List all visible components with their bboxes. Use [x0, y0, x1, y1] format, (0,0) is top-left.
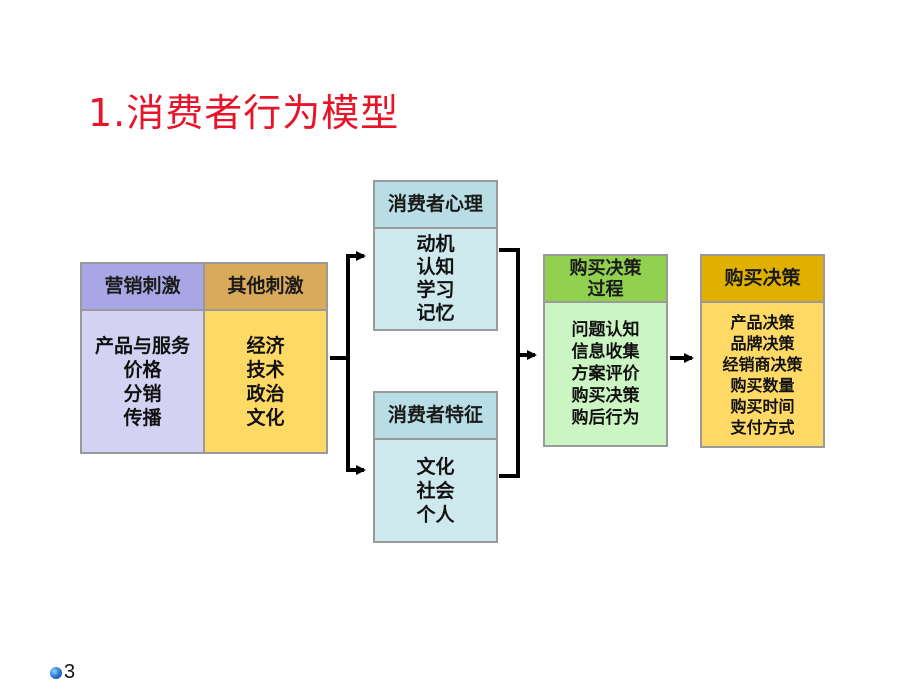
list-item: 文化	[246, 406, 285, 429]
decision-header: 购买决策	[702, 256, 823, 303]
decision-box: 购买决策 产品决策 品牌决策 经销商决策 购买数量 购买时间 支付方式	[700, 254, 825, 448]
list-item: 文化	[416, 455, 455, 478]
list-item: 经济	[246, 334, 285, 357]
list-item: 问题认知	[571, 320, 640, 340]
list-item: 品牌决策	[730, 333, 795, 353]
traits-header: 消费者特征	[375, 393, 496, 440]
marketing-stimulus-header: 营销刺激	[82, 264, 205, 311]
list-item: 技术	[246, 358, 285, 381]
list-item: 价格	[123, 358, 162, 381]
list-item: 产品决策	[730, 312, 795, 332]
traits-list: 文化 社会 个人	[375, 440, 496, 541]
list-item: 记忆	[416, 302, 455, 324]
other-stimulus-list: 经济 技术 政治 文化	[205, 311, 326, 452]
other-stimulus-header: 其他刺激	[205, 264, 326, 311]
list-item: 产品与服务	[94, 334, 190, 357]
merge-line-from-psychology	[499, 248, 520, 478]
psychology-header: 消费者心理	[375, 182, 496, 229]
list-item: 信息收集	[571, 342, 640, 362]
list-item: 经销商决策	[722, 354, 803, 374]
process-box: 购买决策 过程 问题认知 信息收集 方案评价 购买决策 购后行为	[543, 254, 668, 447]
list-item: 政治	[246, 382, 285, 405]
list-item: 认知	[416, 256, 455, 278]
list-item: 学习	[416, 279, 455, 301]
list-item: 传播	[123, 406, 162, 429]
bullet-icon	[50, 666, 62, 679]
list-item: 个人	[416, 503, 455, 526]
page-number: 3	[50, 661, 75, 684]
page-number-text: 3	[64, 661, 76, 683]
process-header-line: 过程	[587, 278, 624, 300]
process-header-line: 购买决策	[569, 257, 642, 279]
list-item: 支付方式	[730, 417, 795, 437]
page-title: 1.消费者行为模型	[88, 91, 400, 135]
list-item: 动机	[416, 233, 455, 255]
list-item: 购后行为	[571, 408, 640, 428]
list-item: 购买决策	[571, 386, 640, 406]
list-item: 分销	[123, 382, 162, 405]
branch-arrow-to-psychology	[330, 251, 366, 360]
decision-list: 产品决策 品牌决策 经销商决策 购买数量 购买时间 支付方式	[702, 303, 823, 446]
process-list: 问题认知 信息收集 方案评价 购买决策 购后行为	[545, 303, 666, 445]
branch-arrow-to-traits	[346, 358, 366, 475]
process-header: 购买决策 过程	[545, 256, 666, 303]
list-item: 购买时间	[730, 396, 795, 416]
list-item: 社会	[416, 479, 455, 502]
psychology-box: 消费者心理 动机 认知 学习 记忆	[373, 180, 498, 331]
marketing-stimulus-list: 产品与服务 价格 分销 传播	[82, 311, 205, 452]
list-item: 方案评价	[571, 364, 640, 384]
stimulus-box: 营销刺激 其他刺激 产品与服务 价格 分销 传播 经济 技术 政治 文化	[80, 262, 328, 454]
traits-box: 消费者特征 文化 社会 个人	[373, 391, 498, 543]
list-item: 购买数量	[730, 375, 795, 395]
psychology-list: 动机 认知 学习 记忆	[375, 229, 496, 329]
